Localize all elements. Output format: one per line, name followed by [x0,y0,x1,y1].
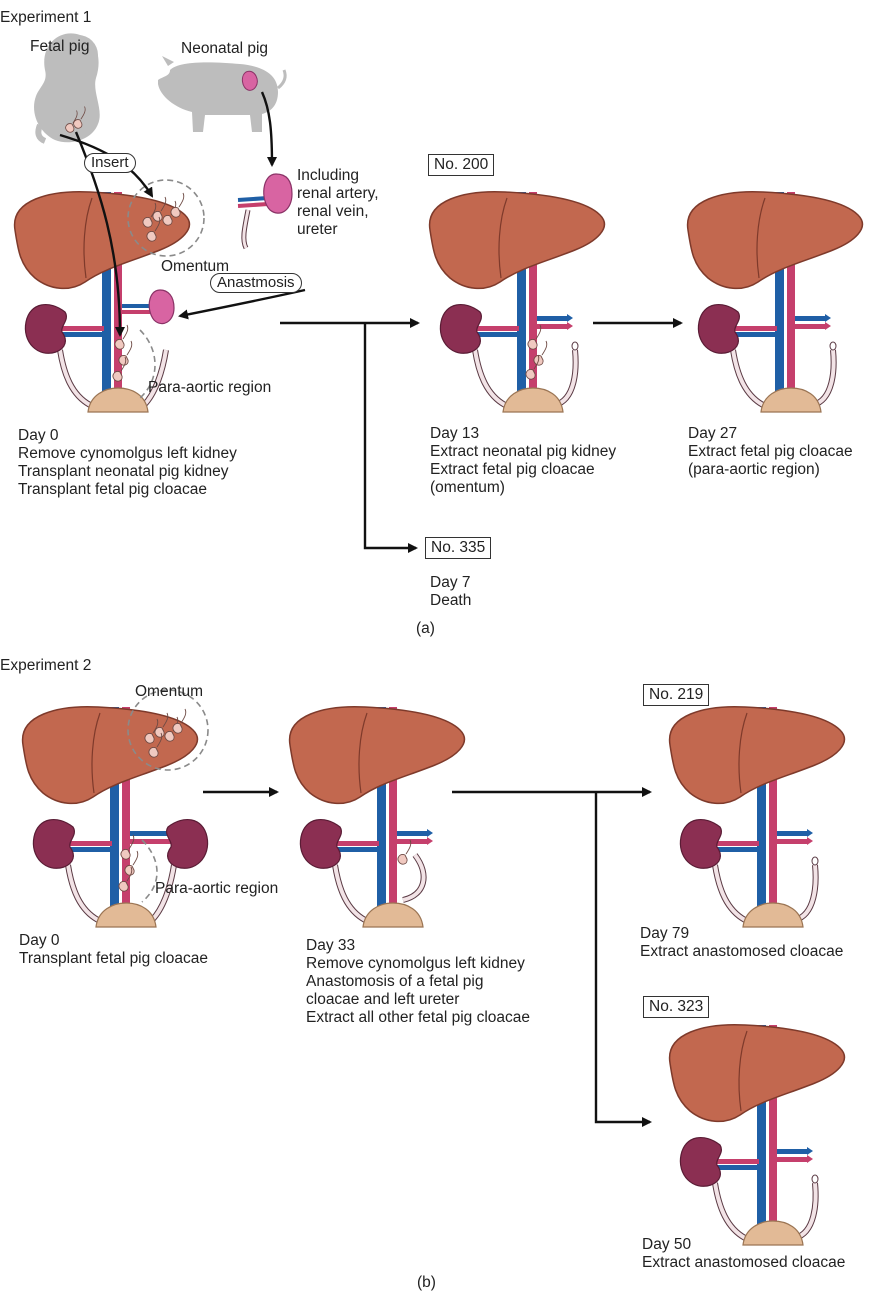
vessels-line-1: Including [297,167,379,185]
exp2-day0-text: Day 0 Transplant fetal pig cloacae [19,932,208,968]
day7-text: Day 7 Death [430,574,471,610]
day13-line-4: (omentum) [430,479,616,497]
vessels-line-3: renal vein, [297,203,379,221]
day27-organs [688,192,863,412]
fetal-pig-label: Fetal pig [30,38,89,56]
transplanted-pig-kidney [122,290,174,324]
day50-line-2: Extract anastomosed cloacae [642,1254,845,1272]
no335-box: No. 335 [425,537,491,559]
para-aortic-label-1: Para-aortic region [148,379,271,397]
day50-text: Day 50 Extract anastomosed cloacae [642,1236,845,1272]
day33-line-1: Day 33 [306,937,530,955]
neonatal-pig-illustration [158,56,285,132]
experiment2-title: Experiment 2 [0,657,91,675]
day27-text: Day 27 Extract fetal pig cloacae (para-a… [688,425,853,479]
day7-line-1: Day 7 [430,574,471,592]
exp1-day0-text: Day 0 Remove cynomolgus left kidney Tran… [18,427,237,499]
day33-line-3: Anastomosis of a fetal pig [306,973,530,991]
day13-line-3: Extract fetal pig cloacae [430,461,616,479]
day79-line-2: Extract anastomosed cloacae [640,943,843,961]
exp1-day0-line-2: Remove cynomolgus left kidney [18,445,237,463]
day50-line-1: Day 50 [642,1236,845,1254]
day79-text: Day 79 Extract anastomosed cloacae [640,925,843,961]
experiment1-title: Experiment 1 [0,9,91,27]
day13-text: Day 13 Extract neonatal pig kidney Extra… [430,425,616,497]
day33-line-5: Extract all other fetal pig cloacae [306,1009,530,1027]
exp1-day0-line-1: Day 0 [18,427,237,445]
day33-line-4: cloacae and left ureter [306,991,530,1009]
day27-line-3: (para-aortic region) [688,461,853,479]
day7-line-2: Death [430,592,471,610]
vessels-line-4: ureter [297,221,379,239]
para-aortic-label-2: Para-aortic region [155,880,278,898]
no323-organs [670,1025,845,1245]
anastmosis-label: Anastmosis [210,273,302,293]
no323-box: No. 323 [643,996,709,1018]
neonatal-kidney-with-vessels [238,174,292,248]
no200-organs [430,192,605,412]
no219-organs [670,707,845,927]
day27-line-2: Extract fetal pig cloacae [688,443,853,461]
no219-box: No. 219 [643,684,709,706]
panel-b-label: (b) [417,1274,436,1292]
omentum-label-2: Omentum [135,683,203,701]
neonatal-pig-label: Neonatal pig [181,40,268,58]
vessels-label: Including renal artery, renal vein, uret… [297,167,379,239]
exp1-day0-line-3: Transplant neonatal pig kidney [18,463,237,481]
exp2-day0-line-2: Transplant fetal pig cloacae [19,950,208,968]
day13-line-1: Day 13 [430,425,616,443]
no200-box: No. 200 [428,154,494,176]
panel-a-label: (a) [416,620,435,638]
day33-text: Day 33 Remove cynomolgus left kidney Ana… [306,937,530,1027]
day13-line-2: Extract neonatal pig kidney [430,443,616,461]
day79-line-1: Day 79 [640,925,843,943]
vessels-line-2: renal artery, [297,185,379,203]
day33-line-2: Remove cynomolgus left kidney [306,955,530,973]
insert-label: Insert [84,153,136,173]
day33-organs [290,707,465,927]
exp1-day0-line-4: Transplant fetal pig cloacae [18,481,237,499]
day27-line-1: Day 27 [688,425,853,443]
exp2-day0-line-1: Day 0 [19,932,208,950]
